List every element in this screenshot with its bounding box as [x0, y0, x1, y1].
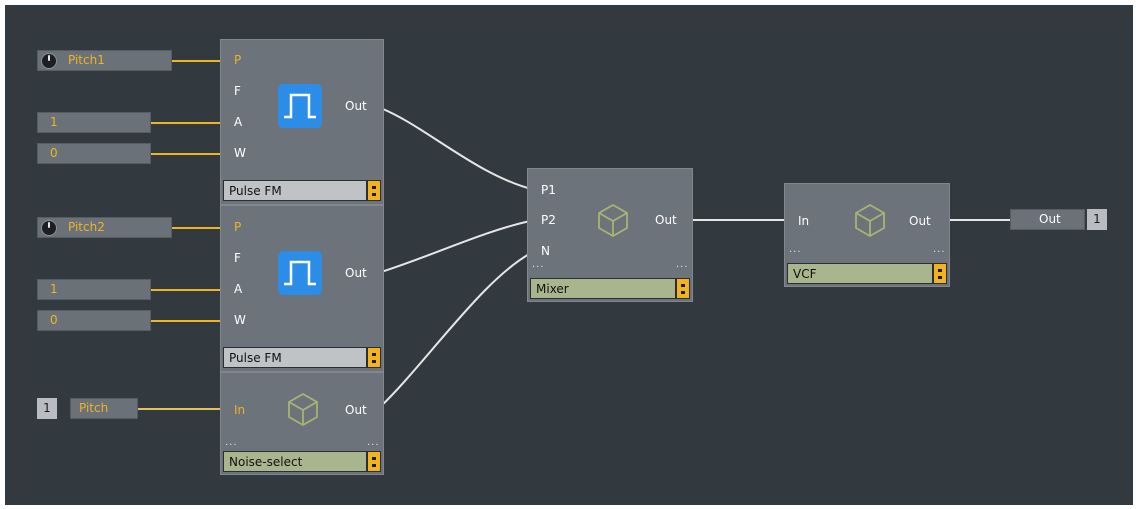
- port-a[interactable]: A: [234, 282, 243, 296]
- port-in[interactable]: In: [798, 214, 810, 228]
- grip-handle-icon[interactable]: [367, 180, 381, 201]
- port-w[interactable]: W: [234, 313, 246, 327]
- a2-constant[interactable]: 1: [37, 279, 151, 300]
- pitch-label: Pitch: [79, 401, 109, 415]
- macro-cube-icon: [855, 204, 885, 237]
- port-f[interactable]: F: [234, 251, 241, 265]
- macro-cube-icon: [598, 204, 628, 237]
- dots-left: ...: [789, 244, 802, 255]
- output-label: Out: [1039, 212, 1061, 226]
- a1-value: 1: [50, 115, 58, 129]
- grip-handle-icon[interactable]: [367, 451, 381, 472]
- port-in[interactable]: In: [234, 403, 246, 417]
- dots-left: ...: [225, 437, 238, 448]
- pulse-wave-icon: [278, 84, 322, 128]
- module-title[interactable]: VCF: [787, 263, 933, 284]
- module-title[interactable]: Noise-select: [223, 451, 367, 472]
- w1-constant[interactable]: 0: [37, 143, 151, 164]
- port-out[interactable]: Out: [345, 266, 367, 280]
- port-out[interactable]: Out: [345, 403, 367, 417]
- pulse-wave-icon: [278, 251, 322, 295]
- pitch2-label: Pitch2: [68, 220, 105, 234]
- wire-noise-n: [377, 250, 536, 410]
- grip-handle-icon[interactable]: [933, 263, 947, 284]
- module-title[interactable]: Pulse FM: [223, 347, 367, 368]
- pitch1-label: Pitch1: [68, 53, 105, 67]
- vcf-module[interactable]: In Out ... ... VCF: [784, 183, 950, 287]
- module-title[interactable]: Mixer: [530, 278, 676, 299]
- pitch1-knob-control[interactable]: Pitch1: [37, 50, 172, 71]
- port-p1[interactable]: P1: [541, 183, 556, 197]
- pitch-channel-box[interactable]: 1: [37, 398, 57, 419]
- port-p[interactable]: P: [234, 220, 242, 234]
- a1-constant[interactable]: 1: [37, 112, 151, 133]
- knob-icon: [41, 220, 57, 236]
- pulse-fm-module-1[interactable]: P F A W Out Pulse FM: [220, 39, 384, 205]
- port-w[interactable]: W: [234, 146, 246, 160]
- wire-pulse1-p1: [377, 106, 536, 191]
- w2-value: 0: [50, 313, 58, 327]
- port-out[interactable]: Out: [655, 213, 677, 227]
- a2-value: 1: [50, 282, 58, 296]
- grip-handle-icon[interactable]: [676, 278, 690, 299]
- port-p2[interactable]: P2: [541, 213, 556, 227]
- pitch2-knob-control[interactable]: Pitch2: [37, 217, 172, 238]
- knob-icon: [41, 53, 57, 69]
- output-terminal[interactable]: Out: [1010, 209, 1085, 230]
- patch-canvas[interactable]: Pitch1 1 0 Pitch2 1 0 1 Pitch P F A W Ou…: [5, 5, 1133, 505]
- port-p[interactable]: P: [234, 53, 242, 67]
- dots-left: ...: [532, 259, 545, 270]
- output-channel-box[interactable]: 1: [1087, 209, 1107, 230]
- w1-value: 0: [50, 146, 58, 160]
- port-f[interactable]: F: [234, 84, 241, 98]
- macro-cube-icon: [288, 393, 318, 426]
- pitch-input-control[interactable]: Pitch: [70, 398, 138, 419]
- noise-select-module[interactable]: In Out ... ... Noise-select: [220, 372, 384, 475]
- mixer-module[interactable]: P1 P2 N Out ... ... Mixer: [527, 168, 693, 302]
- port-out[interactable]: Out: [909, 214, 931, 228]
- port-a[interactable]: A: [234, 115, 243, 129]
- port-n[interactable]: N: [541, 244, 550, 258]
- port-out[interactable]: Out: [345, 99, 367, 113]
- pulse-fm-module-2[interactable]: P F A W Out Pulse FM: [220, 205, 384, 372]
- grip-handle-icon[interactable]: [367, 347, 381, 368]
- dots-right: ...: [367, 437, 380, 448]
- module-title[interactable]: Pulse FM: [223, 180, 367, 201]
- dots-right: ...: [933, 244, 946, 255]
- wire-pulse2-p2: [377, 219, 536, 274]
- dots-right: ...: [676, 259, 689, 270]
- w2-constant[interactable]: 0: [37, 310, 151, 331]
